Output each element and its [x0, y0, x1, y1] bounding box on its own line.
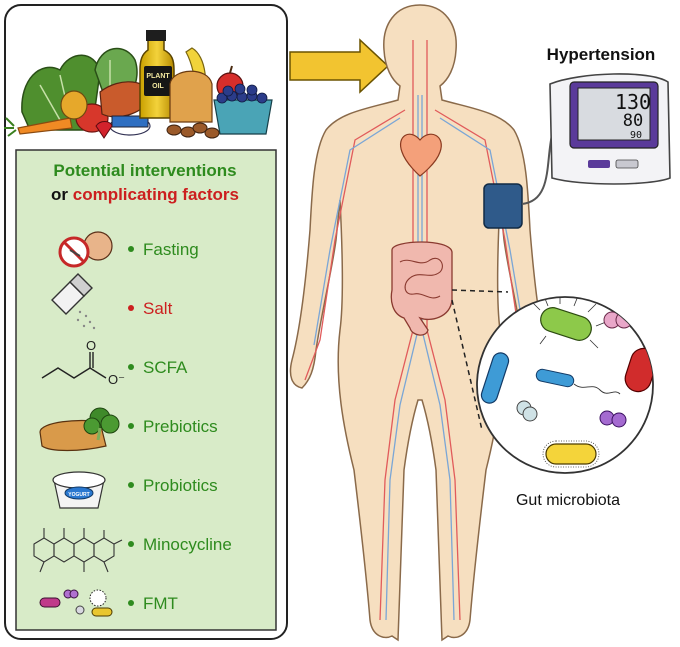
item-label: FMT	[143, 594, 178, 613]
heading-red: complicating factors	[72, 185, 239, 204]
svg-text:PLANT: PLANT	[146, 73, 170, 80]
item-label: Salt	[143, 299, 173, 318]
item-fmt: FMT	[128, 594, 178, 614]
heading-or: or	[51, 185, 68, 204]
food-pile-icon: PLANT OIL	[4, 30, 273, 139]
item-prebiotics: Prebiotics	[128, 417, 218, 437]
item-label: Fasting	[143, 240, 199, 259]
diastolic-readout: 80	[623, 111, 643, 131]
item-fasting: Fasting	[128, 240, 199, 260]
heart-icon	[400, 133, 442, 177]
hypertension-title: Hypertension	[547, 45, 656, 64]
item-label: Probiotics	[143, 476, 218, 495]
butyrate-molecule-icon	[41, 352, 107, 379]
pulse-readout: 90	[630, 130, 642, 141]
item-label: Prebiotics	[143, 417, 218, 436]
bacteria-icon	[39, 589, 113, 617]
tetracycline-structure-icon	[33, 528, 123, 573]
no-eating-icon	[58, 231, 113, 268]
item-label: SCFA	[143, 358, 188, 377]
scfa-oxygen-label: O	[86, 338, 96, 353]
yogurt-cup-icon: YOGURT	[52, 471, 106, 509]
item-minocycline: Minocycline	[128, 535, 232, 555]
item-probiotics: Probiotics	[128, 476, 218, 496]
item-scfa: SCFA	[128, 358, 187, 378]
zoom-line-top	[451, 289, 509, 293]
interventions-panel	[15, 149, 277, 631]
yogurt-label: YOGURT	[68, 492, 89, 498]
arrow-to-body	[289, 38, 390, 94]
intestine-icon	[390, 241, 453, 336]
heading-line-2: or complicating factors	[20, 184, 270, 206]
item-salt: Salt	[128, 299, 172, 319]
bp-monitor-icon	[549, 73, 671, 185]
bread-broccoli-icon	[39, 407, 120, 452]
systolic-readout: 130	[615, 90, 651, 114]
bp-cuff	[483, 183, 523, 229]
heading-green: Potential interventions	[53, 161, 237, 180]
gut-microbiota-label: Gut microbiota	[516, 492, 620, 509]
zoom-line-bottom	[451, 299, 483, 431]
microbiota-circle	[476, 296, 654, 474]
svg-text:OIL: OIL	[152, 83, 164, 90]
salt-shaker-icon	[51, 273, 96, 330]
item-label: Minocycline	[143, 535, 232, 554]
human-body	[289, 4, 551, 642]
scfa-anion-label: O⁻	[108, 372, 125, 387]
